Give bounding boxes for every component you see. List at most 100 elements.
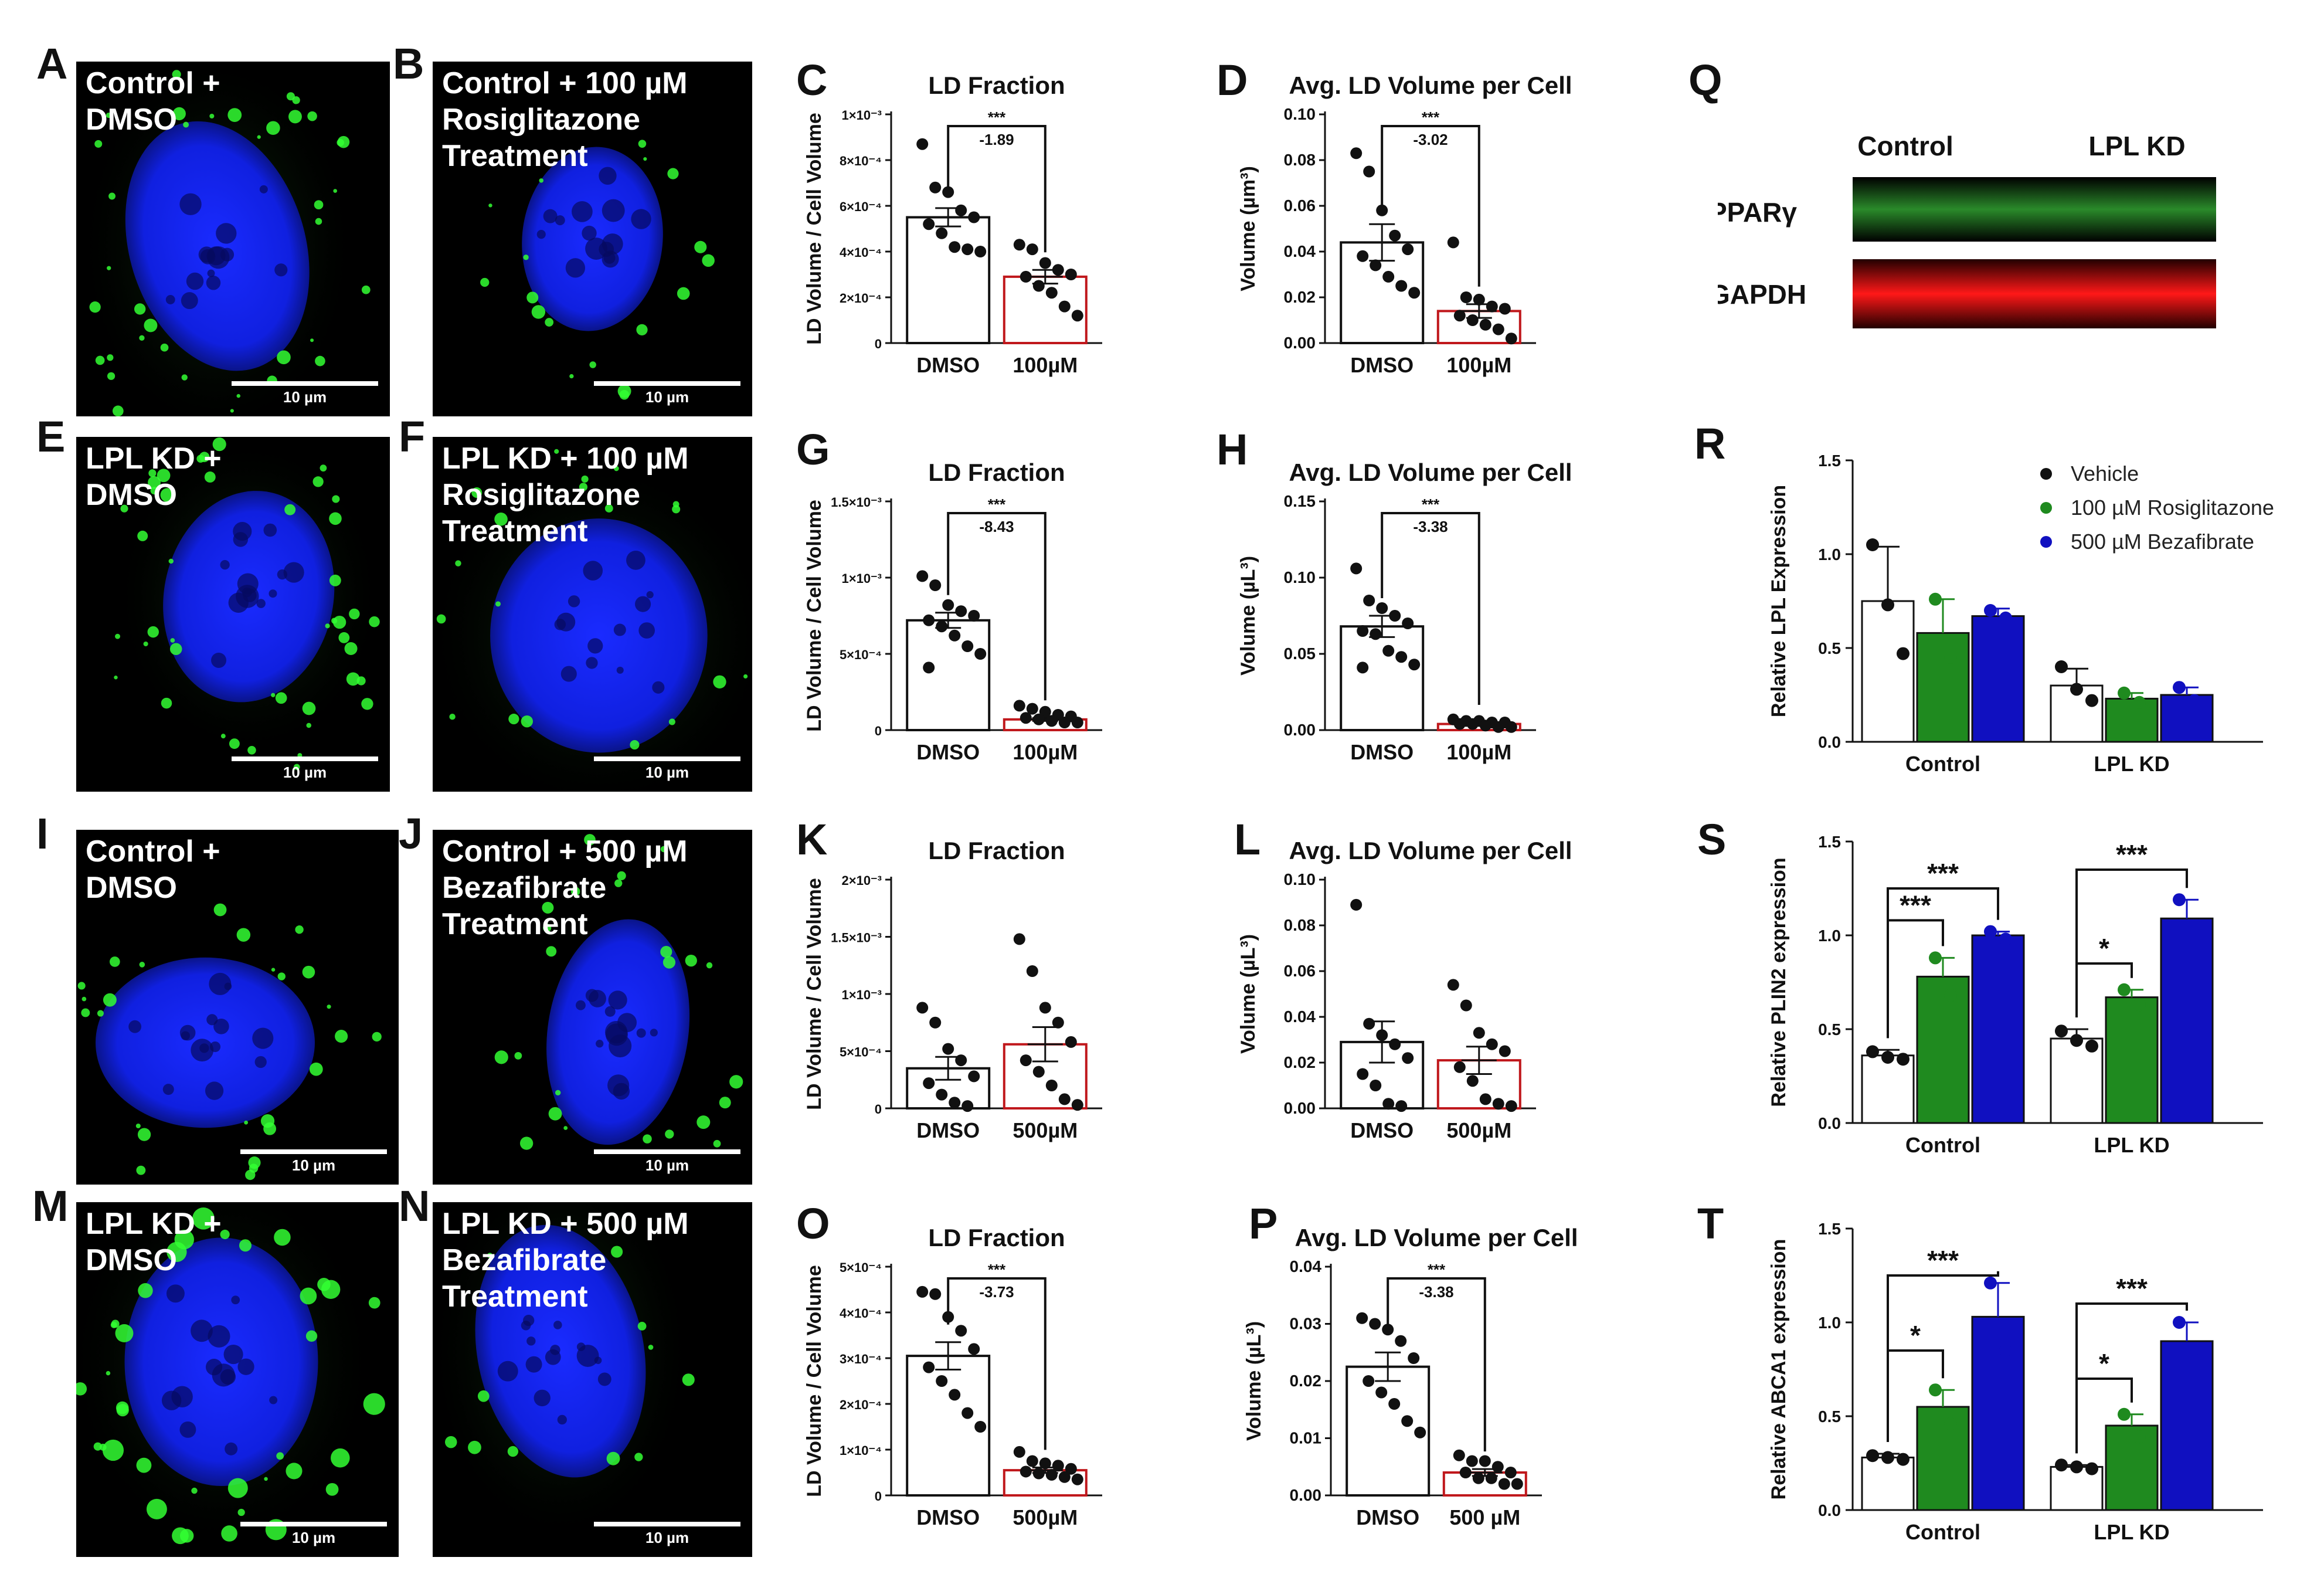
nucleolus <box>575 1000 586 1010</box>
micrograph-title: Control + DMSO <box>86 834 220 905</box>
data-point <box>936 1375 948 1387</box>
data-point <box>1466 1455 1478 1467</box>
data-point <box>1984 925 1997 938</box>
legend-marker <box>2040 536 2052 548</box>
lipid-droplet <box>148 476 161 489</box>
wb-lane-control: Control <box>1857 131 1953 161</box>
data-point <box>1984 604 1997 617</box>
lipid-droplet <box>276 1452 284 1460</box>
scale-bar <box>594 381 740 386</box>
lipid-droplet <box>581 475 589 483</box>
y-axis-label: Volume (µL³) <box>1237 934 1259 1054</box>
nucleolus <box>179 1421 196 1438</box>
scale-bar-label: 10 µm <box>291 1529 336 1546</box>
data-point <box>1492 1098 1504 1110</box>
y-tick-label: 0.5 <box>1818 639 1841 657</box>
data-point <box>1897 1053 1910 1066</box>
data-point <box>968 1070 980 1083</box>
lipid-droplet <box>168 558 174 564</box>
data-point <box>1071 1473 1083 1485</box>
lipid-droplet <box>112 405 124 416</box>
lipid-droplet <box>706 962 713 969</box>
data-point <box>1032 280 1045 292</box>
nucleolus <box>283 562 304 583</box>
y-axis-label: Relative ABCA1 expression <box>1768 1239 1790 1500</box>
lipid-droplet <box>135 1123 141 1129</box>
data-point <box>1370 259 1382 272</box>
significance-bracket <box>1381 125 1480 287</box>
nucleolus <box>602 233 623 255</box>
y-tick-label: 0.0 <box>1818 1114 1841 1132</box>
bar <box>2105 697 2159 743</box>
scale-bar <box>594 1522 740 1526</box>
nucleolus <box>220 247 235 262</box>
lipid-droplet <box>643 157 647 161</box>
nucleolus <box>228 592 249 613</box>
lipid-droplet <box>312 476 324 487</box>
lipid-droplet <box>702 254 715 267</box>
lipid-droplet <box>361 698 373 710</box>
lipid-droplet <box>643 1134 652 1144</box>
lipid-droplet <box>613 466 619 471</box>
data-point <box>1466 1075 1479 1087</box>
data-point <box>1020 1054 1032 1067</box>
lipid-droplet <box>604 504 613 513</box>
lipid-droplet <box>94 140 103 148</box>
data-point <box>1402 1052 1414 1064</box>
significance-stars: *** <box>988 108 1006 126</box>
lipid-droplet <box>108 192 115 200</box>
data-point <box>1499 303 1511 315</box>
data-point <box>2133 1430 2146 1444</box>
lipid-droplet <box>106 1370 111 1376</box>
wb-band-gapdh <box>1853 259 2216 328</box>
data-point <box>1944 1417 1957 1430</box>
lipid-droplet <box>144 318 158 333</box>
significance-bracket <box>1887 887 1999 1039</box>
lipid-droplet <box>543 924 552 932</box>
significance-stars: *** <box>1428 1261 1446 1278</box>
y-tick-label: 1×10⁻³ <box>842 988 882 1002</box>
nucleolus <box>181 1031 190 1040</box>
data-point <box>923 1077 935 1090</box>
data-point <box>949 241 961 253</box>
lipid-droplet <box>115 633 121 639</box>
lipid-droplet <box>160 343 169 352</box>
data-point <box>936 620 948 633</box>
lipid-droplet <box>480 277 490 287</box>
significance-bracket <box>947 1277 1047 1450</box>
nucleolus <box>205 1359 223 1376</box>
data-point <box>1065 1463 1077 1475</box>
data-point <box>1071 310 1083 322</box>
data-point <box>1058 1471 1071 1483</box>
data-point <box>1408 659 1421 671</box>
lipid-droplet <box>369 616 380 627</box>
x-tick-label: DMSO <box>916 1118 980 1142</box>
lipid-droplet <box>103 993 117 1007</box>
panel-letter-i: I <box>36 809 49 858</box>
nucleus <box>490 518 708 753</box>
y-tick-label: 4×10⁻⁴ <box>840 245 882 260</box>
data-point <box>955 1054 967 1067</box>
data-point <box>2085 694 2098 707</box>
lipid-droplet <box>227 108 242 122</box>
lipid-droplet <box>455 560 461 566</box>
lipid-droplet <box>116 1404 129 1417</box>
chart-title: LD Fraction <box>928 1224 1065 1251</box>
data-point <box>1389 229 1401 242</box>
lipid-droplet <box>648 1345 654 1350</box>
nucleolus <box>224 982 232 990</box>
data-point <box>1013 239 1025 251</box>
data-point <box>1382 644 1395 657</box>
lipid-droplet <box>213 903 227 917</box>
bar <box>1971 1315 2025 1511</box>
data-point <box>955 1325 967 1337</box>
y-tick-label: 0.5 <box>1818 1020 1841 1039</box>
scale-bar-label: 10 µm <box>645 388 689 406</box>
micrograph-image <box>77 62 371 416</box>
nucleolus <box>231 1295 240 1305</box>
chart-title: Avg. LD Volume per Cell <box>1294 1224 1578 1251</box>
y-tick-label: 0.04 <box>1284 1007 1316 1026</box>
